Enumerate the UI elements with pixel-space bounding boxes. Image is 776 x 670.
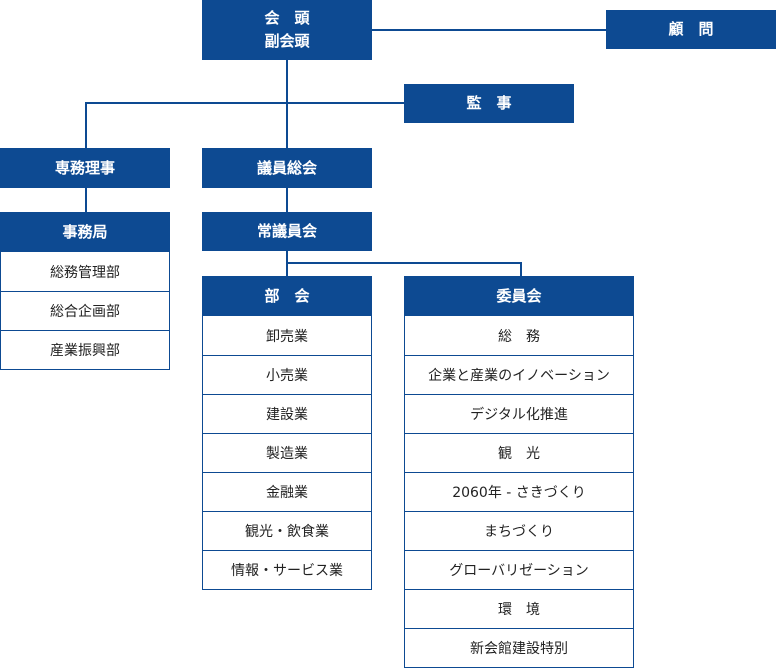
connector-exec-secretariat [85, 188, 87, 212]
section-item: 金融業 [203, 472, 371, 511]
committee-item: 新会館建設特別 [405, 628, 633, 667]
connector-assembly-standing [286, 188, 288, 212]
connector-committee-drop [520, 262, 522, 276]
section-item: 卸売業 [266, 328, 308, 345]
auditor-box: 監 事 [404, 84, 574, 123]
section-item: 情報・サービス業 [203, 550, 371, 589]
committee-item: まちづくり [405, 511, 633, 550]
secretariat-department-list: 総務管理部 総合企画部 産業振興部 [0, 252, 170, 370]
committee-item: 企業と産業のイノベーション [405, 355, 633, 394]
committee-list: 総 務 企業と産業のイノベーション デジタル化推進 観 光 2060年 - さき… [404, 316, 634, 668]
committee-item: 総 務 [498, 328, 540, 345]
section-item: 製造業 [203, 433, 371, 472]
chairman-box: 会 頭 副会頭 [202, 0, 372, 60]
department-item: 産業振興部 [1, 330, 169, 369]
committee-item: 2060年 - さきづくり [405, 472, 633, 511]
connector-committee-branch [286, 262, 522, 264]
committee-item: 環 境 [405, 589, 633, 628]
committee-item: デジタル化推進 [405, 394, 633, 433]
connector-exec-drop [85, 102, 87, 148]
sections-header: 部 会 [202, 276, 372, 316]
standing-committee-box: 常議員会 [202, 212, 372, 251]
connector-chair-advisor [372, 29, 606, 31]
executive-director-box: 専務理事 [0, 148, 170, 188]
secretariat-box: 事務局 [0, 212, 170, 252]
committees-header: 委員会 [404, 276, 634, 316]
connector-chair-trunk [286, 60, 288, 148]
section-item: 観光・飲食業 [203, 511, 371, 550]
connector-auditor-branch [85, 102, 404, 104]
section-list: 卸売業 小売業 建設業 製造業 金融業 観光・飲食業 情報・サービス業 [202, 316, 372, 590]
committee-item: 観 光 [405, 433, 633, 472]
assembly-box: 議員総会 [202, 148, 372, 188]
department-item: 総務管理部 [50, 264, 120, 281]
section-item: 建設業 [203, 394, 371, 433]
section-item: 小売業 [203, 355, 371, 394]
department-item: 総合企画部 [1, 291, 169, 330]
advisor-box: 顧 問 [606, 10, 776, 49]
committee-item: グローバリゼーション [405, 550, 633, 589]
